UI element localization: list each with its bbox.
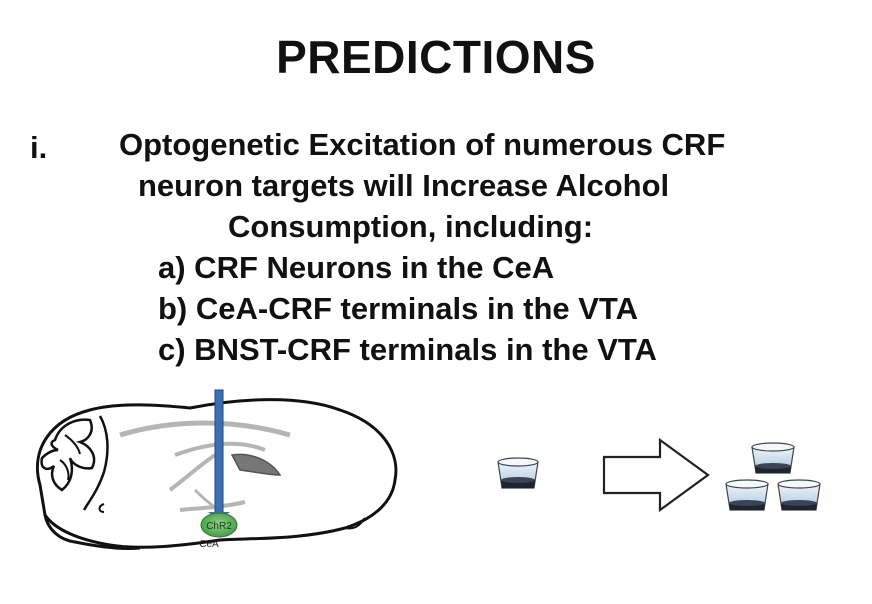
prediction-line-1: Optogenetic Excitation of numerous CRF (119, 127, 726, 162)
corpus-callosum (119, 420, 291, 438)
cup-right (777, 479, 821, 511)
chr2-expression (200, 512, 238, 538)
increased-cups (725, 442, 821, 511)
small-mark (98, 503, 105, 513)
prediction-line-2: neuron targets will Increase Alcohol (138, 168, 670, 203)
mouse-brain-diagram: ChR2 CeA (35, 389, 398, 551)
sub-item-c: c) BNST-CRF terminals in the VTA (158, 332, 657, 367)
list-numeral: i. (30, 130, 48, 165)
increase-arrow (602, 437, 710, 513)
cea-label: CeA (199, 539, 219, 550)
brainstem-outline (43, 514, 141, 551)
optical-fiber (214, 389, 224, 519)
cerebellum (40, 418, 96, 492)
page-title: PREDICTIONS (276, 31, 596, 83)
cup-top (751, 442, 795, 474)
ventricle (230, 453, 282, 476)
sub-item-b: b) CeA-CRF terminals in the VTA (158, 291, 638, 326)
experiment-figure: ChR2 CeA (35, 389, 821, 551)
prediction-line-3: Consumption, including: (228, 209, 594, 244)
baseline-cup (497, 457, 539, 489)
cup-left (725, 479, 769, 511)
chr2-label: ChR2 (206, 521, 232, 532)
sub-item-a: a) CRF Neurons in the CeA (158, 250, 555, 285)
